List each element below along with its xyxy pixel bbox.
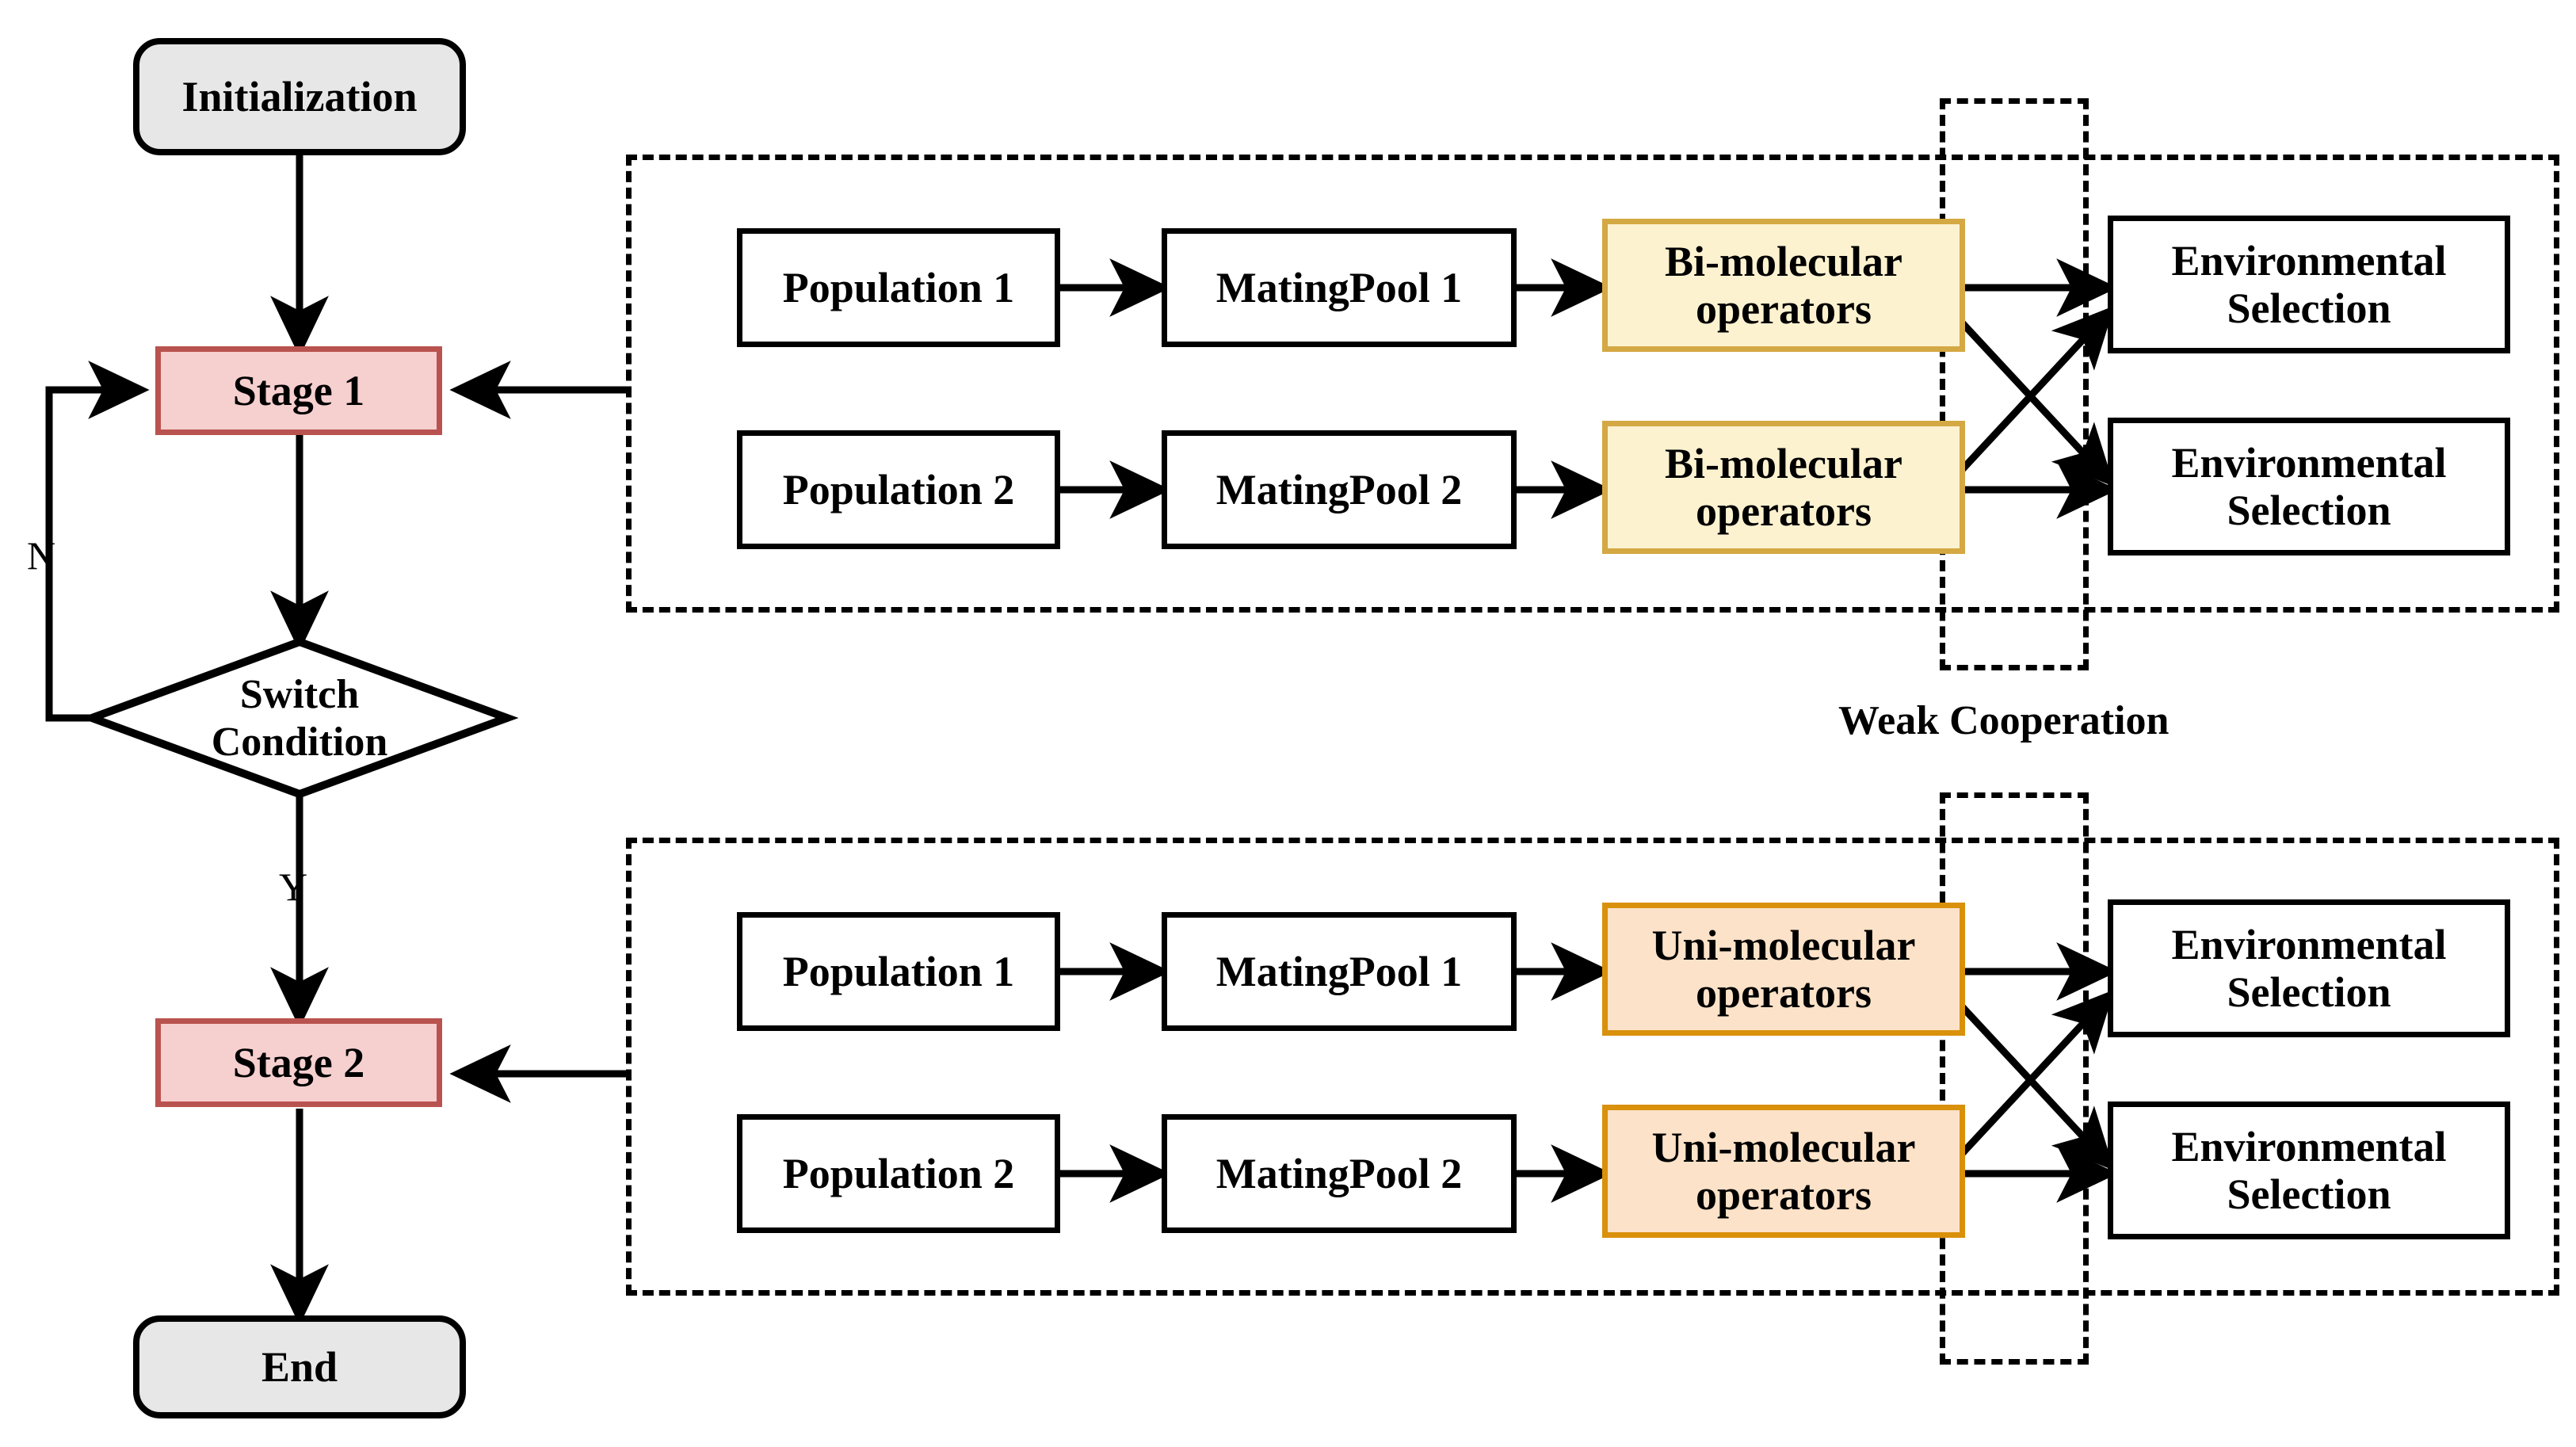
- stage2-label: Stage 2: [232, 1038, 365, 1086]
- stage2-matingpool-1[interactable]: MatingPool 1: [1162, 912, 1517, 1031]
- stage2-population-2[interactable]: Population 2: [737, 1114, 1060, 1233]
- stage1-envsel-1-line1: Environmental: [2171, 236, 2447, 284]
- stage2-envsel-1-line2: Selection: [2227, 968, 2391, 1016]
- initialization-node[interactable]: Initialization: [133, 38, 466, 155]
- stage2-operators-2-line2: operators: [1696, 1171, 1872, 1219]
- stage1-matingpool-1[interactable]: MatingPool 1: [1162, 228, 1517, 347]
- stage2-operators-2-line1: Uni-molecular: [1651, 1123, 1916, 1171]
- stage1-population-1[interactable]: Population 1: [737, 228, 1060, 347]
- stage1-envsel-2-line1: Environmental: [2171, 438, 2447, 487]
- switch-condition-line1: Switch: [239, 671, 360, 717]
- stage1-node[interactable]: Stage 1: [155, 346, 442, 435]
- stage2-matingpool-1-label: MatingPool 1: [1215, 947, 1463, 995]
- weak-cooperation-region-top: [1940, 98, 2089, 670]
- weak-cooperation-caption: Weak Cooperation: [1838, 698, 2170, 743]
- stage2-environmental-selection-2[interactable]: Environmental Selection: [2108, 1101, 2510, 1239]
- stage2-population-1-label: Population 1: [782, 947, 1015, 995]
- stage1-population-2-label: Population 2: [782, 465, 1015, 514]
- end-label: End: [261, 1342, 338, 1391]
- stage1-label: Stage 1: [232, 366, 365, 414]
- stage1-operators-1-line1: Bi-molecular: [1665, 237, 1902, 285]
- weak-cooperation-region-bottom: [1940, 792, 2089, 1365]
- end-node[interactable]: End: [133, 1315, 466, 1418]
- stage2-group-boundary: [626, 838, 2559, 1296]
- stage2-matingpool-2[interactable]: MatingPool 2: [1162, 1114, 1517, 1233]
- stage2-unimolecular-operators-1[interactable]: Uni-molecular operators: [1602, 903, 1965, 1036]
- stage1-envsel-1-line2: Selection: [2227, 284, 2391, 332]
- stage1-matingpool-1-label: MatingPool 1: [1215, 263, 1463, 311]
- stage2-population-2-label: Population 2: [782, 1149, 1015, 1197]
- stage2-node[interactable]: Stage 2: [155, 1018, 442, 1107]
- stage2-operators-1-line1: Uni-molecular: [1651, 921, 1916, 969]
- edge-label-yes: Y: [279, 865, 308, 909]
- stage1-envsel-2-line2: Selection: [2227, 487, 2391, 534]
- edge-label-no: N: [27, 533, 56, 578]
- stage1-matingpool-2[interactable]: MatingPool 2: [1162, 430, 1517, 549]
- stage1-environmental-selection-2[interactable]: Environmental Selection: [2108, 418, 2510, 556]
- stage2-population-1[interactable]: Population 1: [737, 912, 1060, 1031]
- stage2-environmental-selection-1[interactable]: Environmental Selection: [2108, 899, 2510, 1037]
- stage1-operators-2-line1: Bi-molecular: [1665, 439, 1902, 487]
- stage2-envsel-2-line1: Environmental: [2171, 1122, 2447, 1170]
- stage2-envsel-1-line1: Environmental: [2171, 920, 2447, 968]
- stage1-operators-1-line2: operators: [1696, 285, 1872, 333]
- stage1-population-2[interactable]: Population 2: [737, 430, 1060, 549]
- stage1-bimolecular-operators-1[interactable]: Bi-molecular operators: [1602, 219, 1965, 352]
- stage2-unimolecular-operators-2[interactable]: Uni-molecular operators: [1602, 1105, 1965, 1238]
- stage2-operators-1-line2: operators: [1696, 969, 1872, 1017]
- stage1-operators-2-line2: operators: [1696, 487, 1872, 535]
- stage1-bimolecular-operators-2[interactable]: Bi-molecular operators: [1602, 421, 1965, 554]
- stage1-environmental-selection-1[interactable]: Environmental Selection: [2108, 216, 2510, 353]
- initialization-label: Initialization: [181, 72, 418, 120]
- stage1-group-boundary: [626, 155, 2559, 613]
- stage2-envsel-2-line2: Selection: [2227, 1170, 2391, 1218]
- stage2-matingpool-2-label: MatingPool 2: [1215, 1149, 1463, 1197]
- stage1-population-1-label: Population 1: [782, 263, 1015, 311]
- switch-condition-line2: Condition: [211, 720, 388, 765]
- stage1-matingpool-2-label: MatingPool 2: [1215, 465, 1463, 514]
- switch-condition-label-wrap: Switch Condition: [141, 672, 458, 765]
